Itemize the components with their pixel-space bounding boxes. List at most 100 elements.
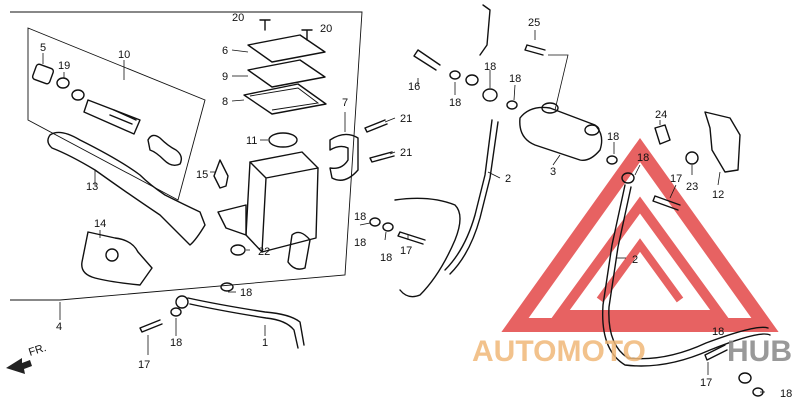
callout-2: 2 [632,254,638,266]
front-arrow-icon [6,358,32,374]
hose-2-upper-inner [449,121,499,275]
washer-18-a [220,282,234,292]
hose-1 [187,297,305,346]
watermark-triangle-inner [550,196,730,320]
front-label: FR. [27,342,48,359]
callout-2: 2 [505,173,511,185]
piston-kit-frame [27,27,206,201]
watermark-triangle-outer [501,137,779,332]
callout-20: 20 [320,23,332,35]
callout-20: 20 [232,12,244,24]
callout-labels: 20 20 5 19 10 6 9 8 11 7 21 21 15 22 13 … [40,12,792,400]
joint-side-port [584,124,600,136]
boot-5 [31,63,55,85]
washer-18-g [382,222,394,232]
body-edges [249,161,319,253]
switch-cable [479,4,491,56]
callout-24: 24 [655,109,667,121]
banjo-outlet [287,231,311,270]
callout-6: 6 [222,45,228,57]
callout-8: 8 [222,96,228,108]
reservoir-cap-6 [247,34,326,63]
piston-rod [83,99,141,135]
callout-14: 14 [94,218,106,230]
reservoir-cap-stack [243,34,327,115]
banjo-lower [738,372,752,384]
callout-17: 17 [400,245,412,257]
washer-18-f [369,217,381,227]
diaphragm-ridge [249,87,320,111]
watermark-hub: HUB [727,335,792,368]
hose-2-upper [444,119,493,271]
bolt-15 [213,159,229,189]
ring-11 [268,132,298,148]
callout-10: 10 [118,49,130,61]
callout-12: 12 [712,189,724,201]
callout-18: 18 [484,61,496,73]
circlip-19 [56,77,70,89]
bolt-21-upper [364,119,388,133]
callout-9: 9 [222,71,228,83]
washer-18-e [506,100,518,110]
spring [147,134,183,167]
piston-detail [109,109,137,125]
callout-17: 17 [138,359,150,371]
callout-18: 18 [354,237,366,249]
callout-17: 17 [670,173,682,185]
callout-18: 18 [509,73,521,85]
screw-20-right [301,29,313,41]
callout-11: 11 [246,135,257,147]
callout-15: 15 [196,169,208,181]
callout-19: 19 [58,60,70,72]
bolt-21-lower [369,151,395,163]
callout-21: 21 [400,113,412,125]
callout-5: 5 [40,42,46,54]
callout-18: 18 [712,326,724,338]
joint-top-port [541,102,559,114]
screw-20-left [259,19,271,31]
callout-18: 18 [780,388,792,400]
holder-7 [329,133,359,181]
bolt-17-b [397,231,426,245]
bolt-17-c [652,195,681,211]
three-way-joint-3 [519,106,603,161]
brake-lever-13 [47,131,206,246]
body-mount [217,204,247,236]
diaphragm-plate-9 [247,59,326,88]
washer-18-b [170,307,182,317]
bracket-hole [105,248,119,262]
bolt-16 [413,49,441,71]
callout-3: 3 [550,166,556,178]
callout-18: 18 [240,287,252,299]
callout-18: 18 [607,131,619,143]
callout-7: 7 [342,97,348,109]
lever-bracket-14 [81,231,153,286]
callout-18: 18 [354,211,366,223]
bolt-24 [654,124,671,145]
callout-25: 25 [528,17,540,29]
master-cylinder-group-frame [10,11,363,301]
callout-18: 18 [380,252,392,264]
nut-23 [685,151,699,165]
callout-4: 4 [56,321,62,333]
hose-2-loop [394,197,461,298]
bolt-17-a [139,319,163,333]
watermark-automoto: AUTOMOTO [472,335,646,368]
callout-18: 18 [170,337,182,349]
front-direction-marker: FR. [6,342,48,374]
bolt-17-d [704,344,728,361]
callout-1: 1 [262,337,268,349]
washer-18-c [449,70,461,80]
hose-2-right-inner [608,186,769,360]
callout-17: 17 [700,377,712,389]
diaphragm-8 [243,83,327,115]
bracket-12 [704,111,741,173]
callout-23: 23 [686,181,698,193]
washer-18-h [606,155,618,165]
cap-22 [230,244,246,256]
piston-kit-parts [31,63,183,167]
leader-lines [42,30,765,393]
banjo-upper [465,74,479,86]
